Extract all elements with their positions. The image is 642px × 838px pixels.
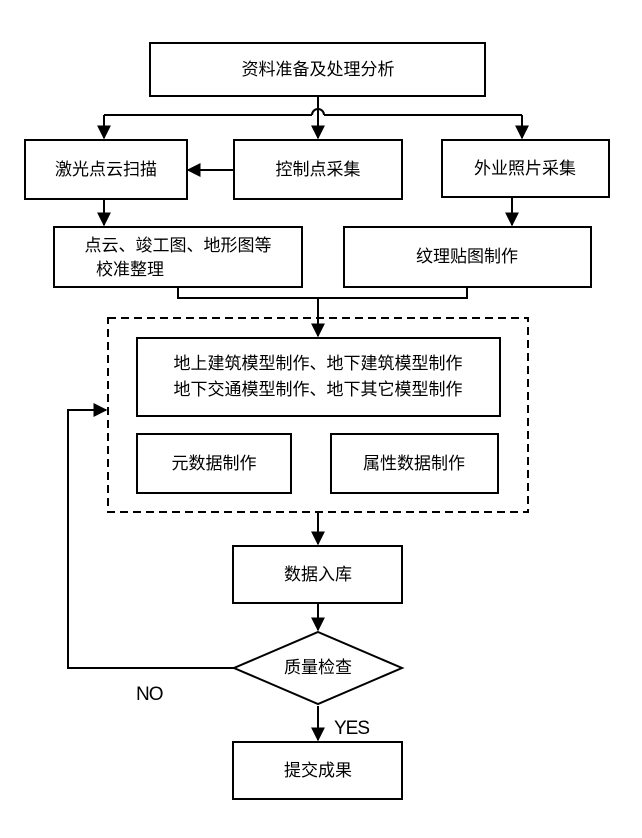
node-submit: 提交成果 [284,761,352,781]
node-prep: 资料准备及处理分析 [242,60,395,80]
node-photo-box [441,139,610,198]
node-qc-diamond [231,630,405,706]
node-model-box [136,337,501,417]
node-control-box [233,139,403,200]
connector-merge [177,287,468,299]
node-qc: 质量检查 [284,658,352,678]
node-calib-box [53,226,303,288]
node-metadata: 元数据制作 [172,454,257,474]
node-db: 数据入库 [284,565,352,585]
node-laser-box [24,139,188,200]
node-db-box [232,545,403,604]
node-metadata-box [136,433,292,494]
node-texture: 纹理贴图制作 [416,247,518,267]
node-control: 控制点采集 [276,160,361,180]
node-calib-line1: 点云、竣工图、地形图等 [85,236,272,256]
label-no: NO [136,684,163,705]
node-prep-box [149,42,486,97]
node-submit-box [232,741,403,800]
node-attribute: 属性数据制作 [363,454,465,474]
node-photo: 外业照片采集 [474,159,576,179]
node-model-line2: 地下交通模型制作、地下其它模型制作 [174,380,463,400]
node-model-line1: 地上建筑模型制作、地下建筑模型制作 [174,354,463,374]
node-attribute-box [330,433,499,494]
arrow-qc-no-loop [67,403,234,669]
node-laser: 激光点云扫描 [55,160,157,180]
label-yes: YES [334,718,369,739]
modeling-group-frame [107,317,529,513]
node-calib-line2: 校准整理 [96,260,164,280]
node-texture-box [343,226,592,288]
